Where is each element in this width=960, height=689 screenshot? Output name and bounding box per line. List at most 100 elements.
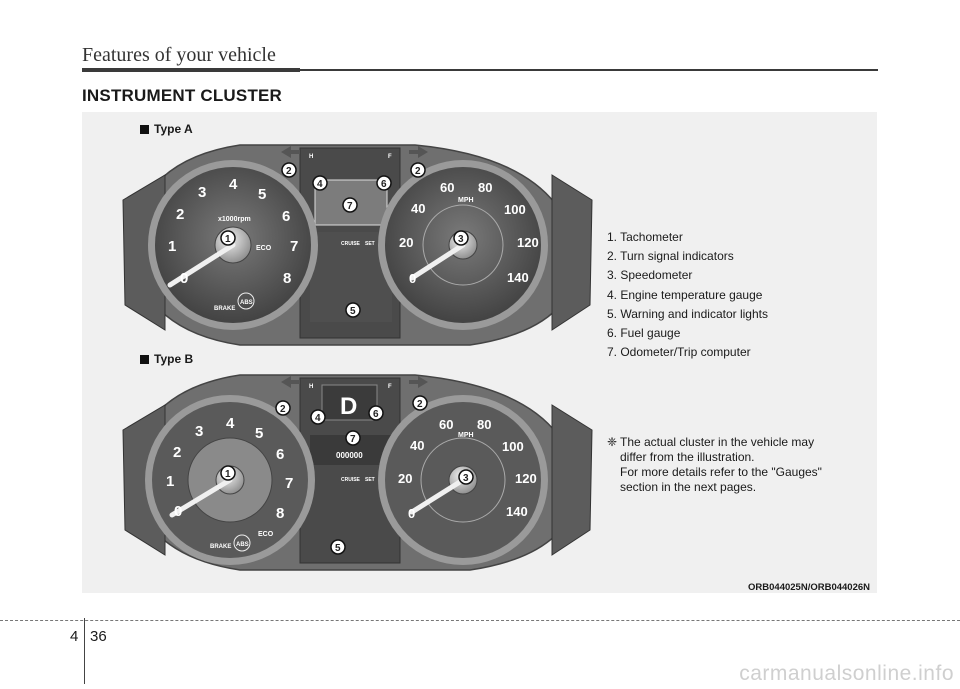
speed-tick: 140 [506, 504, 528, 519]
tach-tick: 0 [174, 503, 182, 520]
tach-tick: 0 [180, 270, 188, 287]
legend-item: 1. Tachometer [607, 230, 683, 244]
callout-2-b-left: 2 [275, 400, 291, 416]
tach-tick: 6 [276, 446, 284, 463]
cluster-type-b: D 000000 H F CRUISE SET 0 1 2 3 4 5 6 7 … [122, 374, 593, 571]
speed-tick: 60 [439, 417, 453, 432]
legend-item: 2. Turn signal indicators [607, 249, 734, 264]
turn-right-arrow-icon [409, 376, 428, 388]
svg-text:1: 1 [225, 469, 231, 480]
speed-tick: 20 [399, 235, 413, 250]
speed-tick: 100 [502, 439, 524, 454]
note-line: For more details refer to the "Gauges" [620, 465, 822, 479]
brake-label: BRAKE [214, 306, 235, 312]
tach-tick: 2 [173, 444, 181, 461]
square-bullet-icon [140, 355, 149, 364]
svg-text:3: 3 [458, 234, 464, 245]
tach-unit-label: x1000rpm [218, 216, 251, 223]
note-mark-icon: ❈ [607, 435, 618, 449]
eco-label: ECO [258, 531, 274, 538]
illustration-note: ❈ The actual cluster in the vehicle may … [607, 435, 822, 495]
chapter-number: 4 [70, 628, 79, 645]
speed-tick: 80 [477, 417, 491, 432]
callout-7-b: 7 [345, 430, 361, 446]
eco-label: ECO [256, 245, 272, 252]
page-number: 36 [90, 628, 107, 645]
callout-6-b: 6 [368, 405, 384, 421]
page-divider [84, 618, 85, 684]
callout-4-a: 4 [312, 175, 328, 191]
svg-text:4: 4 [317, 179, 323, 190]
abs-label: ABS [240, 300, 253, 306]
turn-left-arrow-icon [281, 376, 300, 388]
legend-list: 1. Tachometer 2. Turn signal indicators … [607, 228, 768, 362]
type-a-label: Type A [140, 122, 193, 136]
callout-1-a: 1 [220, 230, 236, 246]
abs-label: ABS [236, 542, 249, 548]
svg-text:2: 2 [280, 404, 286, 415]
callouts: 1 2 2 4 6 7 3 5 1 2 2 4 6 7 3 5 [220, 162, 474, 555]
tach-tick: 6 [282, 208, 290, 225]
speed-tick: 140 [507, 270, 529, 285]
cruise-label: CRUISE [341, 477, 361, 483]
svg-text:2: 2 [415, 166, 421, 177]
svg-text:3: 3 [463, 473, 469, 484]
turn-left-arrow-icon [281, 146, 300, 158]
tachometer-ticks-b: 0 1 2 3 4 5 6 7 8 [166, 415, 293, 522]
fuel-full-label: F [388, 154, 392, 160]
speed-tick: 0 [409, 271, 416, 286]
speed-tick: 0 [408, 506, 415, 521]
callout-4-b: 4 [310, 409, 326, 425]
note-line: section in the next pages. [620, 480, 757, 494]
mph-label: MPH [458, 197, 474, 204]
svg-text:2: 2 [286, 166, 292, 177]
tach-tick: 4 [229, 176, 238, 193]
tach-tick: 4 [226, 415, 235, 432]
figure-code: ORB044025N/ORB044026N [748, 582, 870, 593]
svg-text:5: 5 [335, 543, 341, 554]
legend-item: 4. Engine temperature gauge [607, 287, 763, 302]
note-line: differ from the illustration. [620, 450, 755, 464]
tach-tick: 3 [195, 423, 203, 440]
callout-3-b: 3 [458, 469, 474, 485]
callout-2-b-right: 2 [412, 395, 428, 411]
tach-tick: 2 [176, 206, 184, 223]
svg-text:5: 5 [350, 306, 356, 317]
tach-tick: 8 [276, 505, 284, 522]
legend-item: 5. Warning and indicator lights [607, 306, 768, 321]
speedometer-ticks-b: 0 20 40 60 80 100 120 140 [398, 417, 537, 521]
speed-tick: 60 [440, 180, 454, 195]
cluster-type-a: 0 1 2 3 4 5 6 7 8 x1000rpm ECO BRAKE ABS… [122, 144, 593, 346]
svg-text:6: 6 [373, 409, 379, 420]
svg-text:4: 4 [315, 413, 321, 424]
footer-watermark: carmanualsonline.info [739, 662, 954, 685]
footer-rule [0, 620, 960, 621]
mph-label: MPH [458, 432, 474, 439]
tach-tick: 1 [168, 238, 176, 255]
svg-text:7: 7 [350, 434, 356, 445]
speed-tick: 20 [398, 471, 412, 486]
callout-6-a: 6 [376, 175, 392, 191]
callout-3-a: 3 [453, 230, 469, 246]
set-label: SET [365, 477, 375, 483]
brake-label: BRAKE [210, 544, 231, 550]
gear-indicator: D [340, 393, 357, 420]
tach-tick: 5 [258, 186, 266, 203]
callout-2-a-right: 2 [410, 162, 426, 178]
speed-tick: 120 [517, 235, 539, 250]
speed-tick: 40 [411, 201, 425, 216]
odometer-readout: 000000 [336, 451, 363, 460]
running-header: Features of your vehicle [82, 44, 276, 66]
svg-text:2: 2 [417, 399, 423, 410]
section-title: INSTRUMENT CLUSTER [82, 86, 283, 105]
tach-tick: 5 [255, 425, 263, 442]
svg-text:1: 1 [225, 234, 231, 245]
callout-2-a-left: 2 [281, 162, 297, 178]
set-label: SET [365, 241, 375, 247]
legend-item: 3. Speedometer [607, 268, 693, 283]
callout-7-a: 7 [342, 197, 358, 213]
svg-text:6: 6 [381, 179, 387, 190]
type-b-label: Type B [140, 352, 193, 366]
speed-tick: 80 [478, 180, 492, 195]
